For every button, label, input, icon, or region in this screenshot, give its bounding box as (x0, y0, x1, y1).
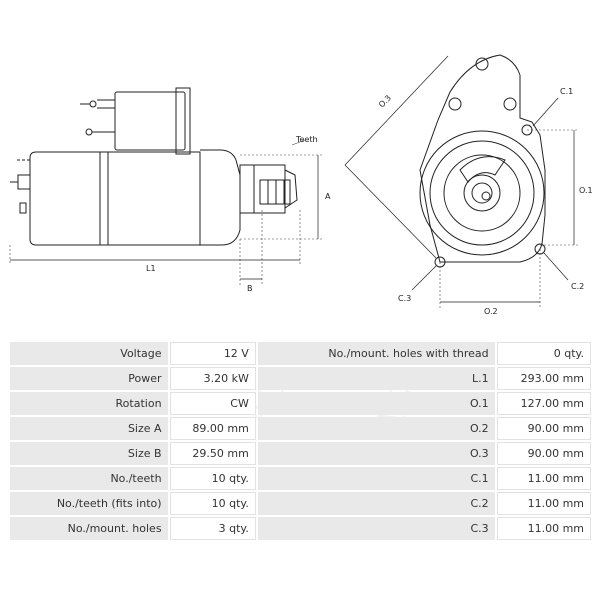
spec-label: Power (10, 367, 168, 390)
specs-row: No./mount. holes 3 qty. C.3 11.00 mm (10, 517, 591, 540)
drive-pinion (239, 164, 286, 214)
spec-label: Size A (10, 417, 168, 440)
spec-label: O.2 (257, 417, 495, 440)
technical-drawing: Teeth A L1 B O.3 C.1 O.1 C.2 C.3 O.2 (9, 54, 593, 316)
label-o1: O.1 (579, 186, 593, 195)
label-l1: L1 (146, 264, 156, 273)
spec-label: C.3 (257, 517, 495, 540)
spec-value: 89.00 mm (169, 417, 256, 440)
label-o3: O.3 (377, 93, 393, 109)
specs-row: Size A 89.00 mm O.2 90.00 mm (10, 417, 591, 440)
front-view-dimensions (439, 129, 578, 308)
spec-value: 29.50 mm (169, 442, 256, 465)
spec-value: 90.00 mm (496, 442, 591, 465)
spec-value: 90.00 mm (496, 417, 591, 440)
solenoid (114, 91, 186, 151)
spec-value: 293.00 mm (496, 367, 591, 390)
spec-value: 10 qty. (169, 467, 256, 490)
shaft (463, 174, 501, 212)
side-view (10, 87, 298, 246)
spec-label: O.3 (257, 442, 495, 465)
specs-row: Voltage 12 V No./mount. holes with threa… (10, 342, 591, 365)
label-c1: C.1 (560, 87, 573, 96)
label-teeth: Teeth (295, 135, 318, 144)
label-c3: C.3 (398, 294, 411, 303)
specs-row: Size B 29.50 mm O.3 90.00 mm (10, 442, 591, 465)
spec-value: 3 qty. (169, 517, 256, 540)
motor-body (29, 151, 201, 246)
spec-value: 11.00 mm (496, 492, 591, 515)
spec-label: Voltage (10, 342, 168, 365)
label-b: B (247, 284, 253, 293)
spec-label: No./mount. holes (10, 517, 168, 540)
spec-value: 3.20 kW (169, 367, 256, 390)
specs-row: No./teeth 10 qty. C.1 11.00 mm (10, 467, 591, 490)
specs-row: No./teeth (fits into) 10 qty. C.2 11.00 … (10, 492, 591, 515)
spec-value: 10 qty. (169, 492, 256, 515)
spec-value: 127.00 mm (496, 392, 591, 415)
spec-label: Rotation (10, 392, 168, 415)
spec-value: 11.00 mm (496, 517, 591, 540)
specs-row: Rotation CW O.1 127.00 mm (10, 392, 591, 415)
spec-value: 0 qty. (496, 342, 591, 365)
spec-value: CW (169, 392, 256, 415)
spec-label: C.1 (257, 467, 495, 490)
spec-label: O.1 (257, 392, 495, 415)
spec-label: No./teeth (fits into) (10, 492, 168, 515)
side-view-dimensions (9, 139, 322, 285)
spec-label: C.2 (257, 492, 495, 515)
label-o2: O.2 (484, 307, 498, 316)
housing-outer (419, 130, 545, 256)
spec-label: No./mount. holes with thread (257, 342, 495, 365)
specs-table: Voltage 12 V No./mount. holes with threa… (8, 340, 593, 542)
label-a: A (325, 192, 331, 201)
spec-label: Size B (10, 442, 168, 465)
spec-label: No./teeth (10, 467, 168, 490)
spec-label: L.1 (257, 367, 495, 390)
spec-value: 12 V (169, 342, 256, 365)
hole-top (475, 57, 489, 71)
spec-value: 11.00 mm (496, 467, 591, 490)
label-c2: C.2 (571, 282, 584, 291)
front-view-dimension-lines (344, 55, 575, 303)
specs-row: Power 3.20 kW L.1 293.00 mm (10, 367, 591, 390)
front-view (419, 54, 546, 268)
side-view-dimension-lines (10, 155, 319, 280)
